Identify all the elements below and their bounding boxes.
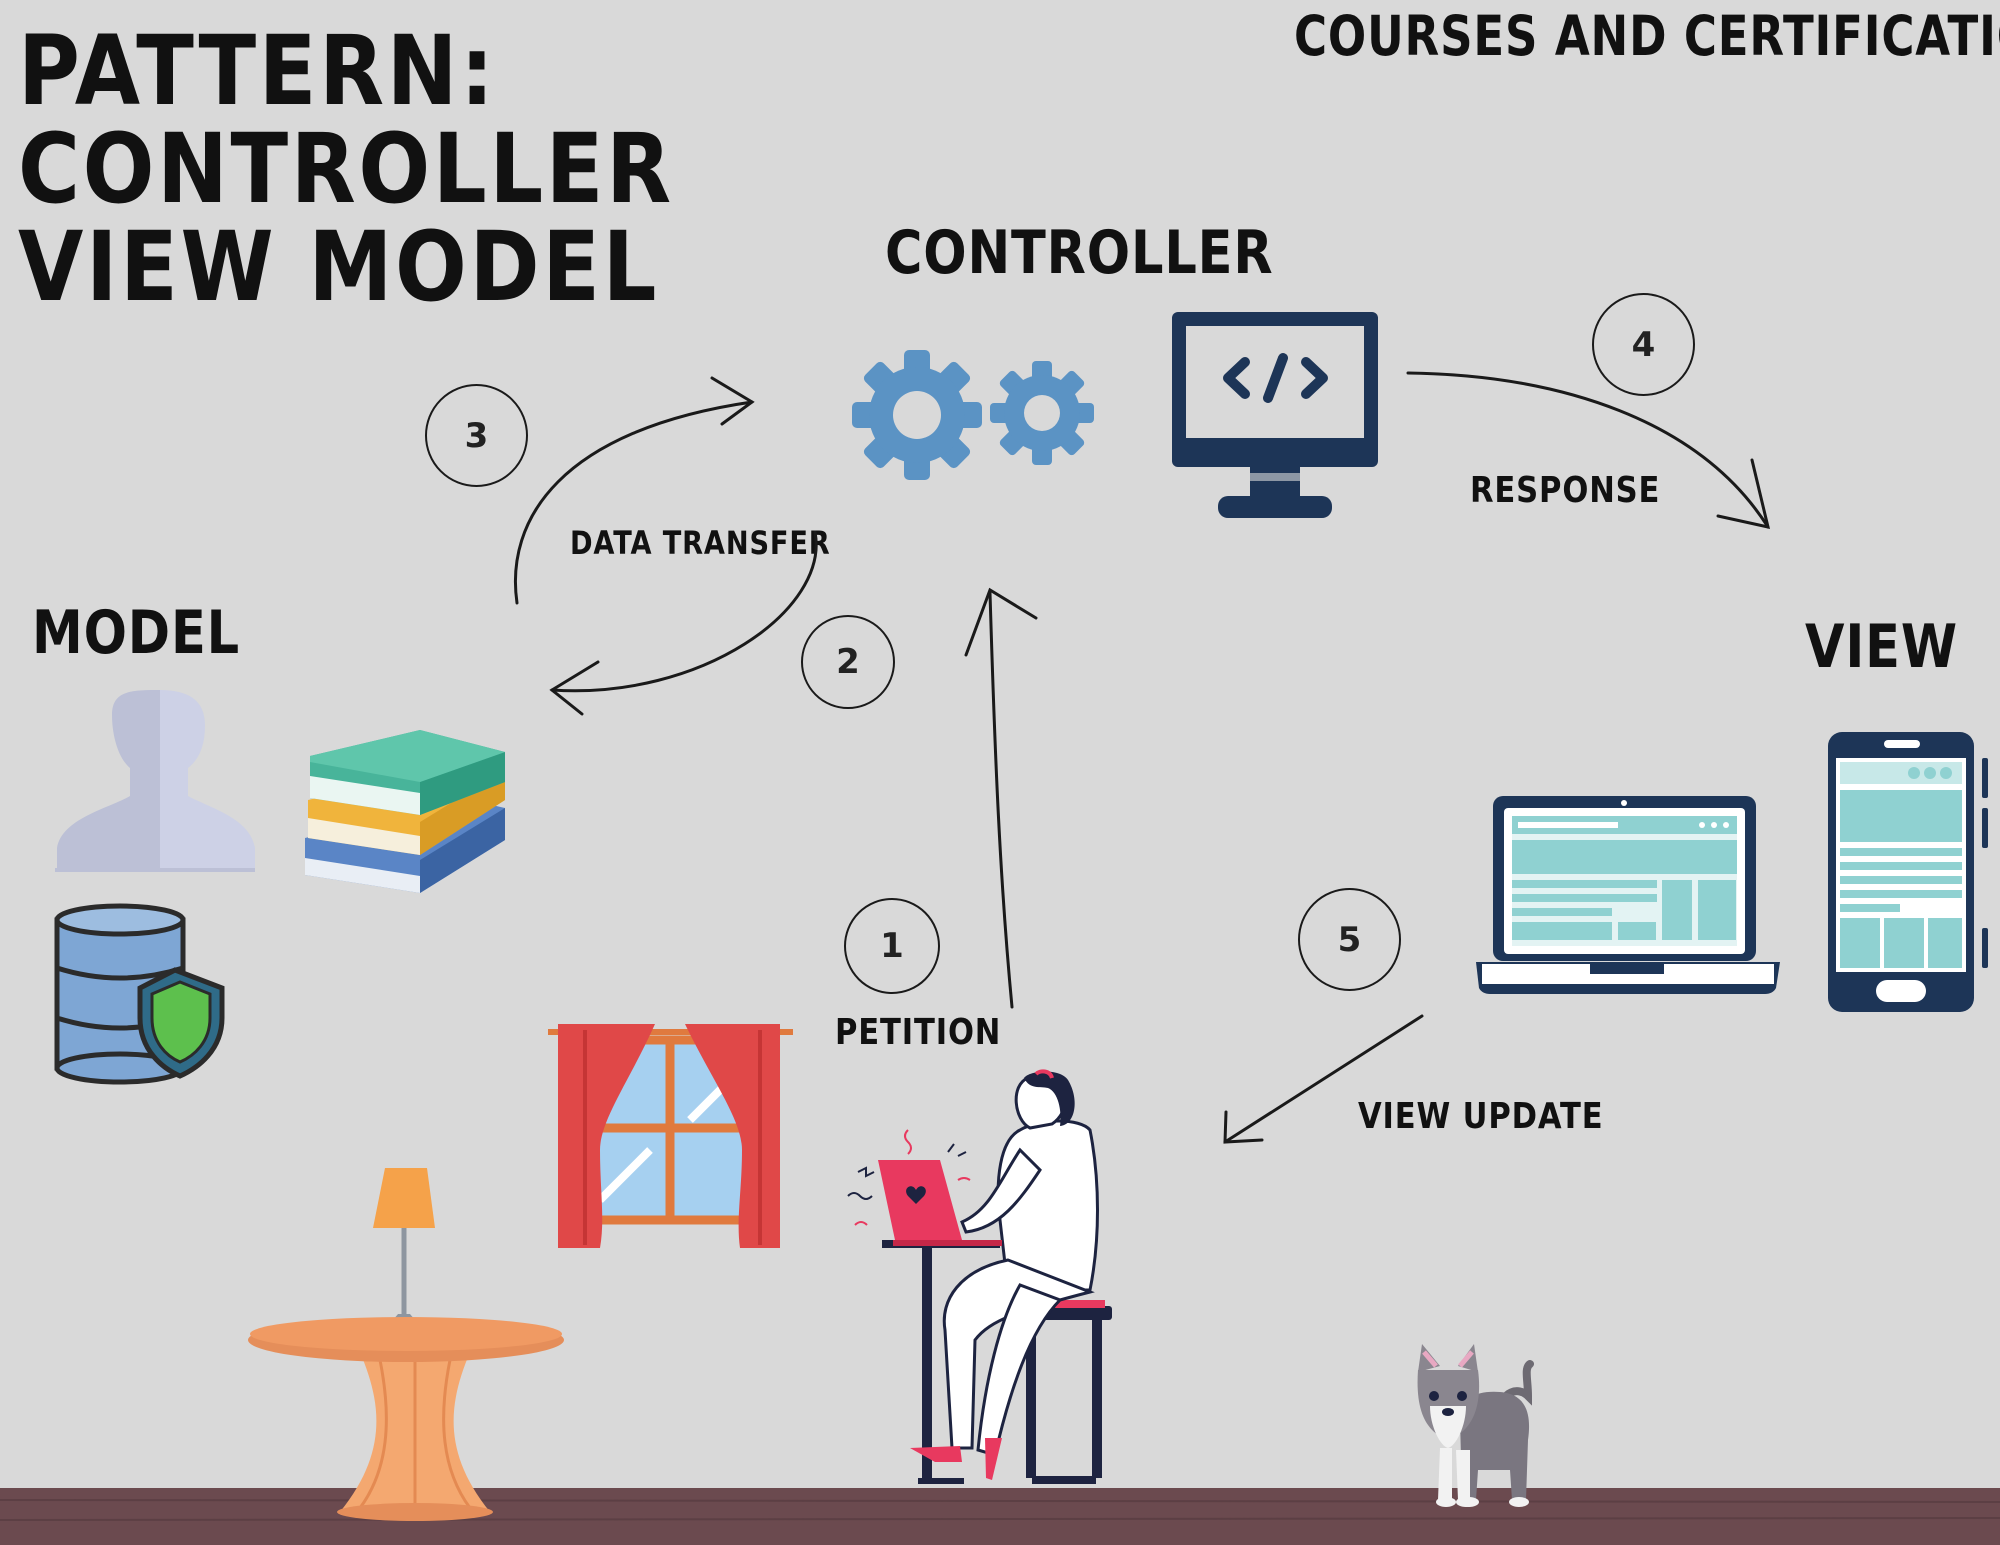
monitor-code-icon (1172, 312, 1378, 518)
floor (0, 1488, 2000, 1545)
step-2-label: DATA TRANSFER (570, 524, 831, 562)
gears-icon (852, 350, 1094, 480)
title-line-2: CONTROLLER (18, 113, 674, 225)
view-heading: VIEW (1805, 612, 1958, 682)
title-line-1: PATTERN: (18, 15, 497, 127)
step-2-badge: 2 (801, 615, 895, 709)
lamp (373, 1168, 435, 1326)
title-line-3: VIEW MODEL (18, 211, 660, 323)
side-table (248, 1317, 564, 1521)
user-silhouette-icon (55, 690, 255, 872)
smartphone-icon (1828, 732, 1988, 1012)
model-heading: MODEL (32, 598, 241, 668)
step-5-label: VIEW UPDATE (1358, 1096, 1604, 1137)
database-shield-icon (54, 903, 225, 1085)
arrow-data-to-controller (513, 376, 755, 605)
window-curtains (548, 1024, 793, 1248)
step-5-badge: 5 (1298, 888, 1401, 991)
step-1-label: PETITION (835, 1012, 1002, 1053)
arrow-petition (964, 587, 1038, 1009)
step-4-label: RESPONSE (1470, 470, 1661, 511)
dog (1417, 1344, 1534, 1507)
page-title: PATTERN: CONTROLLER VIEW MODEL (18, 22, 674, 316)
step-1-badge: 1 (844, 898, 940, 994)
woman-at-laptop (847, 1069, 1112, 1484)
step-3-badge: 3 (425, 384, 528, 487)
controller-heading: CONTROLLER (885, 218, 1274, 288)
books-icon (305, 730, 505, 893)
step-4-badge: 4 (1592, 293, 1695, 396)
laptop-icon (1476, 796, 1780, 994)
brand-label: COURSES AND CERTIFICATIONS (1294, 4, 2000, 68)
